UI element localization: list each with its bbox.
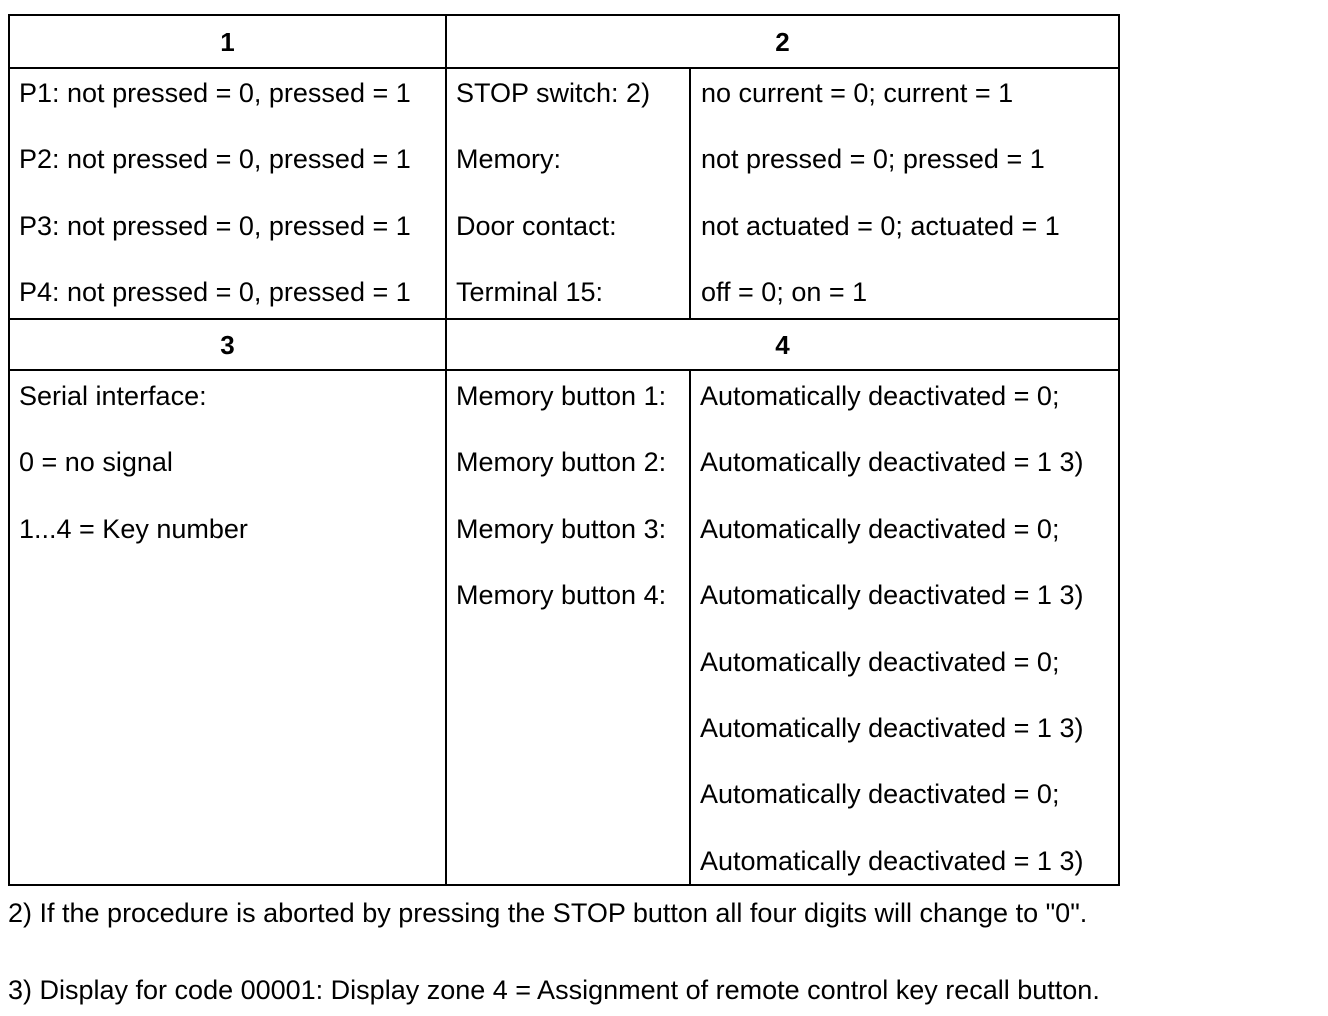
header-divider-bottom <box>10 369 1118 371</box>
memory-button-3-label: Memory button 3: <box>456 513 667 544</box>
p3-status: P3: not pressed = 0, pressed = 1 <box>19 210 411 241</box>
terminal-15-value: off = 0; on = 1 <box>701 277 868 308</box>
section-3-header: 3 <box>220 330 235 360</box>
section-2-values: no current = 0; current = 1 not pressed … <box>701 60 1060 326</box>
door-contact-value: not actuated = 0; actuated = 1 <box>701 210 1060 241</box>
memory-value: not pressed = 0; pressed = 1 <box>701 144 1045 175</box>
terminal-15-label: Terminal 15: <box>456 277 604 308</box>
section-2-header: 2 <box>775 27 790 57</box>
section-2-labels: STOP switch: 2) Memory: Door contact: Te… <box>456 60 650 326</box>
memory-value-row: Automatically deactivated = 0; <box>700 381 1060 411</box>
memory-button-1-label: Memory button 1: <box>456 381 667 411</box>
memory-value-row: Automatically deactivated = 0; <box>700 513 1060 544</box>
column-divider-section2 <box>689 69 691 318</box>
section-1-cell: P1: not pressed = 0, pressed = 1 P2: not… <box>19 60 411 326</box>
memory-value-row: Automatically deactivated = 1 3) <box>700 845 1084 876</box>
header-divider-top <box>10 67 1118 69</box>
stop-switch-label: STOP switch: 2) <box>456 78 651 108</box>
memory-value-row: Automatically deactivated = 0; <box>700 779 1060 810</box>
section-4-values: Automatically deactivated = 0; Automatic… <box>700 363 1083 894</box>
section-1-header: 1 <box>220 27 235 57</box>
section-3-cell: Serial interface: 0 = no signal 1...4 = … <box>19 363 248 562</box>
section-4-labels: Memory button 1: Memory button 2: Memory… <box>456 363 666 629</box>
memory-button-4-label: Memory button 4: <box>456 580 667 611</box>
column-divider-section4 <box>689 371 691 884</box>
footnote-2: 2) If the procedure is aborted by pressi… <box>8 898 1088 928</box>
serial-interface-label: Serial interface: <box>19 381 207 411</box>
section-4-header: 4 <box>775 330 790 360</box>
stop-switch-value: no current = 0; current = 1 <box>701 78 1014 108</box>
memory-value-row: Automatically deactivated = 1 3) <box>700 712 1084 743</box>
memory-label: Memory: <box>456 144 562 175</box>
column-divider-main <box>445 16 447 884</box>
memory-value-row: Automatically deactivated = 1 3) <box>700 447 1084 478</box>
door-contact-label: Door contact: <box>456 210 617 241</box>
serial-no-signal: 0 = no signal <box>19 447 173 478</box>
memory-value-row: Automatically deactivated = 0; <box>700 646 1060 677</box>
footnote-3: 3) Display for code 00001: Display zone … <box>8 975 1100 1005</box>
status-table: 1 2 3 4 P1: not pressed = 0, pressed = 1… <box>8 14 1120 886</box>
p2-status: P2: not pressed = 0, pressed = 1 <box>19 144 411 175</box>
memory-value-row: Automatically deactivated = 1 3) <box>700 580 1084 611</box>
section-divider <box>10 318 1118 320</box>
serial-key-number: 1...4 = Key number <box>19 513 248 544</box>
memory-button-2-label: Memory button 2: <box>456 447 667 478</box>
p1-status: P1: not pressed = 0, pressed = 1 <box>19 78 411 108</box>
p4-status: P4: not pressed = 0, pressed = 1 <box>19 277 411 308</box>
